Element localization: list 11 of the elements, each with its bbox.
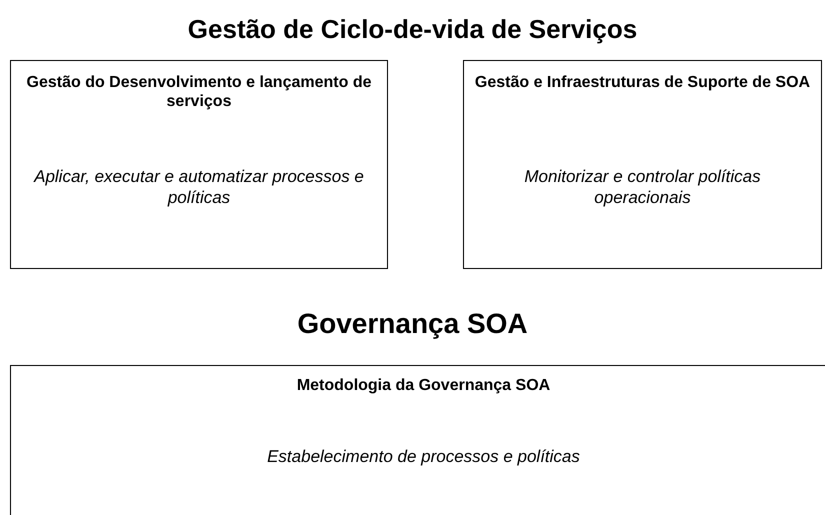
diagram-title: Gestão de Ciclo-de-vida de Serviços	[186, 14, 638, 45]
process-box	[10, 60, 388, 269]
section-heading: Governança SOA	[296, 308, 529, 340]
process-box	[10, 365, 825, 515]
box-description: Aplicar, executar e automatizar processos e políticas	[32, 166, 365, 208]
box-description: Monitorizar e controlar políticas operacionais	[523, 166, 762, 208]
box-heading: Metodologia da Governança SOA	[296, 376, 552, 395]
box-description: Estabelecimento de processos e políticas	[266, 446, 581, 467]
box-heading: Gestão do Desenvolvimento e lançamento de serviços	[26, 73, 372, 111]
box-heading: Gestão e Infraestruturas de Suporte de SOA	[474, 73, 811, 92]
process-box	[463, 60, 822, 269]
